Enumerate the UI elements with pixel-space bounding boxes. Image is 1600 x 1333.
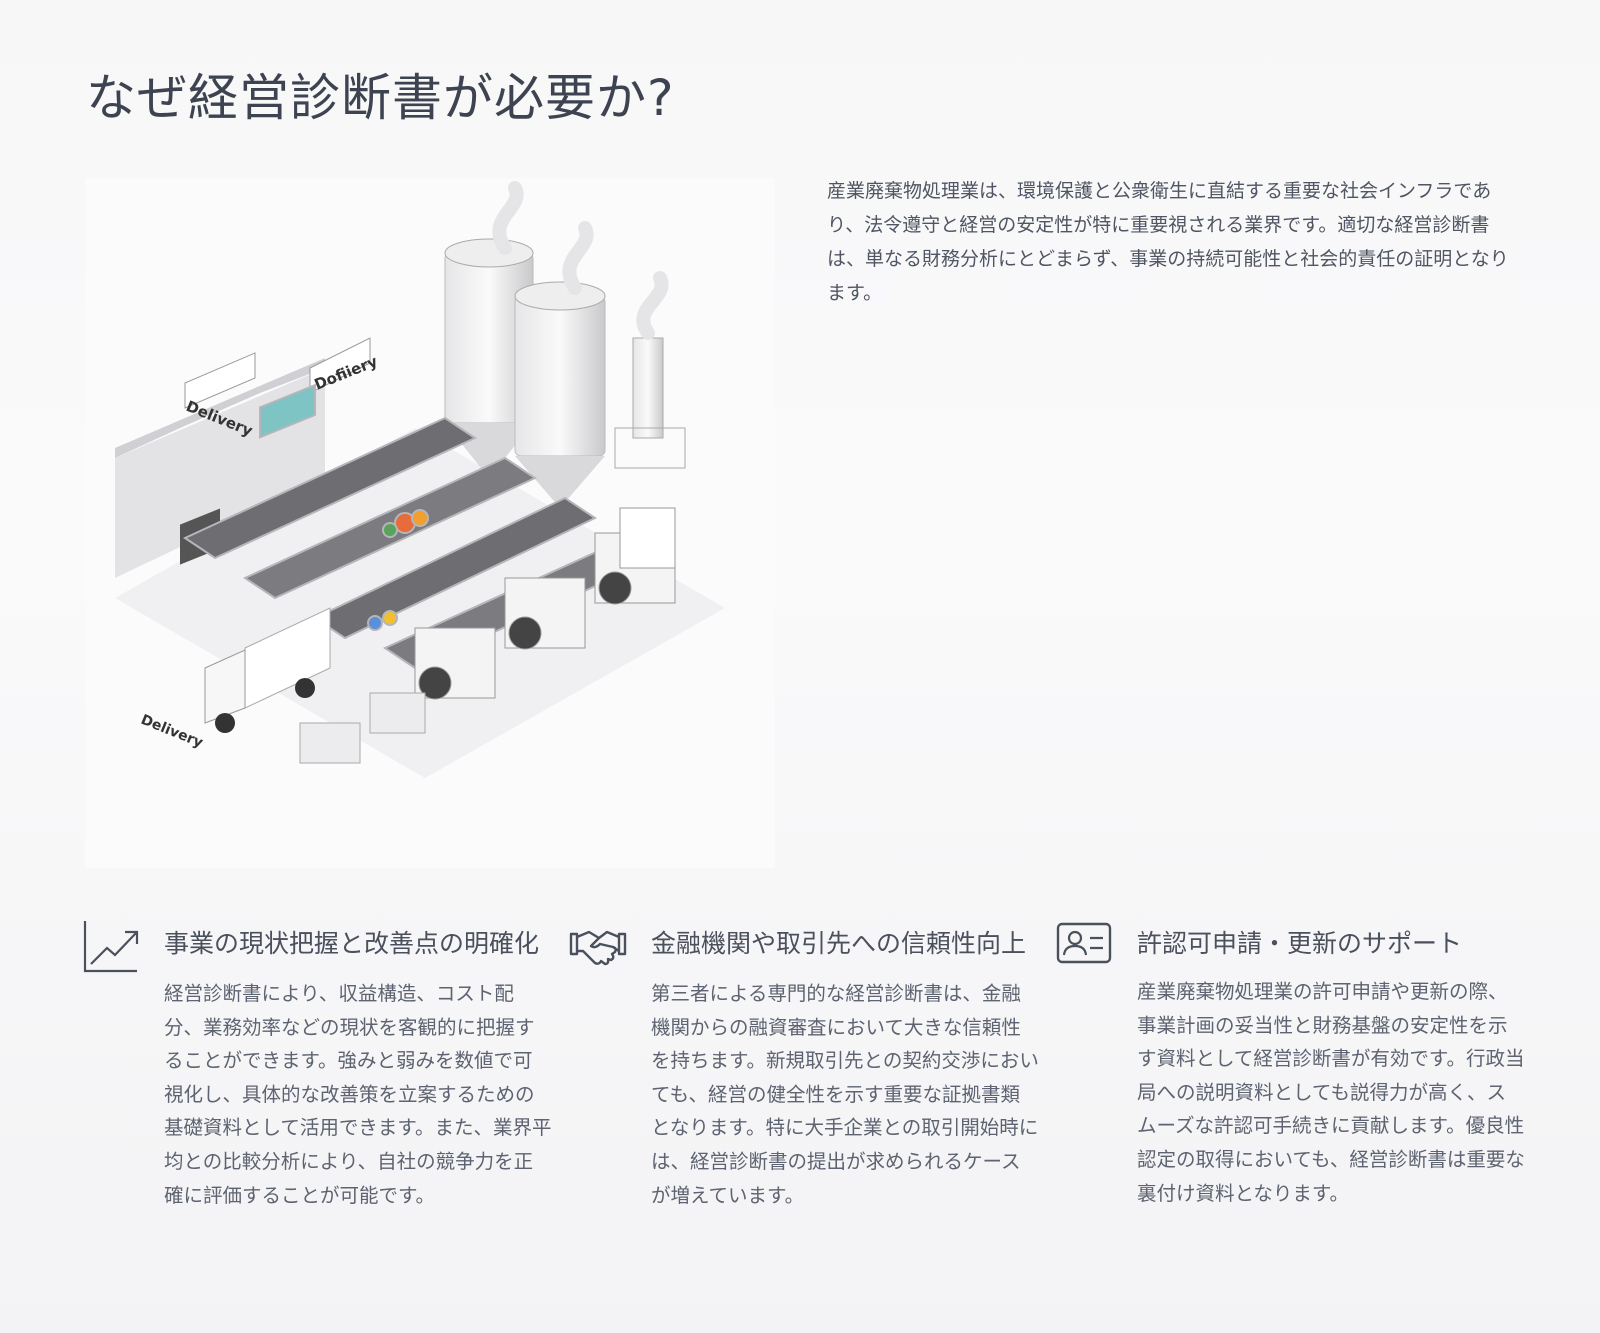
feature-business-analysis: 事業の現状把握と改善点の明確化 経営診断書により、収益構造、コスト配分、業務効率… xyxy=(82,918,552,1212)
feature-body: 産業廃棄物処理業の許可申請や更新の際、事業計画の妥当性と財務基盤の安定性を示す資… xyxy=(1137,980,1525,1205)
feature-body: 第三者による専門的な経営診断書は、金融機関からの融資審査において大きな信頼性を持… xyxy=(651,982,1039,1207)
silos xyxy=(444,181,686,508)
trending-up-chart-icon xyxy=(83,921,139,973)
intro-text: 産業廃棄物処理業は、環境保護と公衆衛生に直結する重要な社会インフラであり、法令遵… xyxy=(827,180,1509,304)
feature-body: 経営診断書により、収益構造、コスト配分、業務効率などの現状を客観的に把握すること… xyxy=(164,982,552,1207)
pallets xyxy=(299,692,426,764)
delivery-floor-label: Delivery xyxy=(139,712,206,751)
wrapping-machines xyxy=(414,507,676,700)
id-card-icon xyxy=(1056,922,1112,964)
feature-permit-support: 許認可申請・更新のサポート 産業廃棄物処理業の許可申請や更新の際、事業計画の妥当… xyxy=(1055,918,1525,1210)
feature-title: 金融機関や取引先への信頼性向上 xyxy=(651,929,1027,958)
feature-title: 事業の現状把握と改善点の明確化 xyxy=(164,929,540,958)
feature-trust: 金融機関や取引先への信頼性向上 第三者による専門的な経営診断書は、金融機関からの… xyxy=(569,918,1039,1212)
page-title: なぜ経営診断書が必要か? xyxy=(86,69,675,127)
feature-title: 許認可申請・更新のサポート xyxy=(1137,929,1463,958)
handshake-icon xyxy=(569,930,627,966)
isometric-waste-plant-image: Delivery Dofiiery xyxy=(115,181,725,778)
factory-illustration: Delivery Dofiiery xyxy=(85,178,775,868)
